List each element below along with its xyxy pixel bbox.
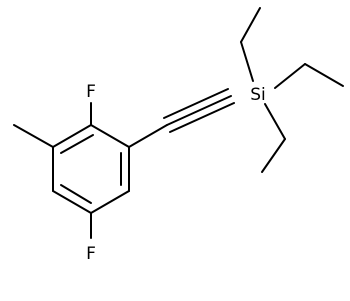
ring-bond-c1-c2 <box>52 124 92 148</box>
bond-ring-to-alkyne <box>128 124 168 148</box>
ethyl-group-bottom <box>261 103 286 173</box>
ring-double-bond-inner-1 <box>60 134 94 154</box>
ring-bond-c3-c4 <box>52 190 92 214</box>
ring-bond-c6-c1 <box>90 124 130 148</box>
atom-label-fluorine-bottom: F <box>86 244 96 264</box>
benzene-ring <box>52 124 130 214</box>
ring-double-bond-inner-2 <box>60 184 92 204</box>
alkyne-triple-bond <box>163 88 235 133</box>
atom-label-silicon: Si <box>250 85 266 105</box>
atom-label-fluorine-top: F <box>86 82 96 102</box>
ring-bond-c4-c5 <box>90 190 130 214</box>
bond-c-methyl <box>13 124 54 148</box>
ethyl-group-right <box>274 63 344 89</box>
ethyl-group-top <box>240 7 261 82</box>
